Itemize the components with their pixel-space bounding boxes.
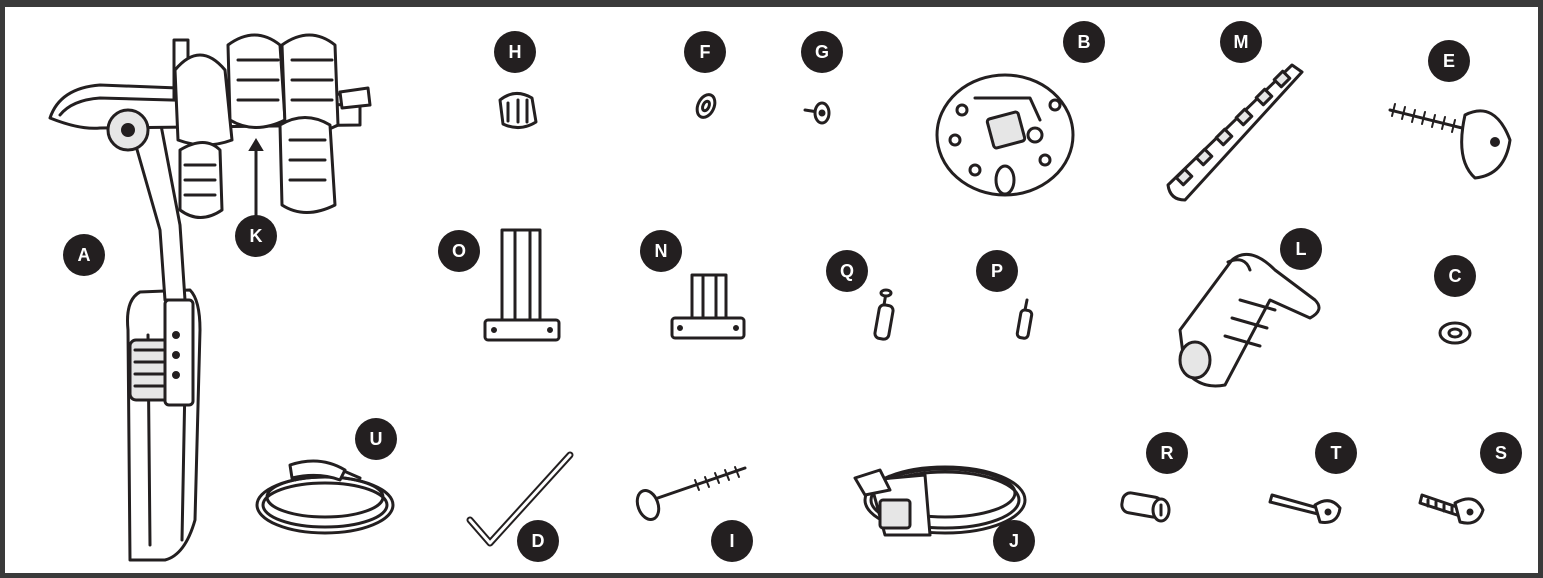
- label-k: K: [235, 215, 277, 257]
- part-l-clamp: [1180, 254, 1319, 386]
- part-o-stand: [485, 230, 559, 340]
- part-g-bolt: [805, 103, 829, 123]
- label-d: D: [517, 520, 559, 562]
- part-c-washer: [1440, 323, 1470, 343]
- part-t-key: [1270, 495, 1340, 522]
- part-u-strap-coil: [257, 461, 393, 533]
- label-p: P: [976, 250, 1018, 292]
- label-t: T: [1315, 432, 1357, 474]
- part-n-stand: [672, 275, 744, 338]
- label-s: S: [1480, 432, 1522, 474]
- part-i-bolt: [633, 467, 745, 523]
- part-h-knob: [500, 93, 536, 127]
- part-r-lock-cylinder: [1121, 492, 1169, 521]
- label-q: Q: [826, 250, 868, 292]
- label-g: G: [801, 31, 843, 73]
- label-o: O: [438, 230, 480, 272]
- part-b-disc: [937, 75, 1073, 195]
- label-r: R: [1146, 432, 1188, 474]
- label-a: A: [63, 234, 105, 276]
- part-s-key: [1420, 495, 1483, 523]
- label-c: C: [1434, 255, 1476, 297]
- label-i: I: [711, 520, 753, 562]
- label-m: M: [1220, 21, 1262, 63]
- part-f-washer: [694, 92, 719, 121]
- label-f: F: [684, 31, 726, 73]
- label-u: U: [355, 418, 397, 460]
- part-k-pointer: [250, 140, 262, 222]
- label-n: N: [640, 230, 682, 272]
- part-e-knob-bolt: [1390, 104, 1510, 178]
- part-q-pin: [874, 290, 894, 340]
- label-e: E: [1428, 40, 1470, 82]
- label-h: H: [494, 31, 536, 73]
- label-b: B: [1063, 21, 1105, 63]
- label-j: J: [993, 520, 1035, 562]
- label-l: L: [1280, 228, 1322, 270]
- part-p-pin: [1017, 300, 1033, 339]
- part-m-strap: [1168, 65, 1302, 200]
